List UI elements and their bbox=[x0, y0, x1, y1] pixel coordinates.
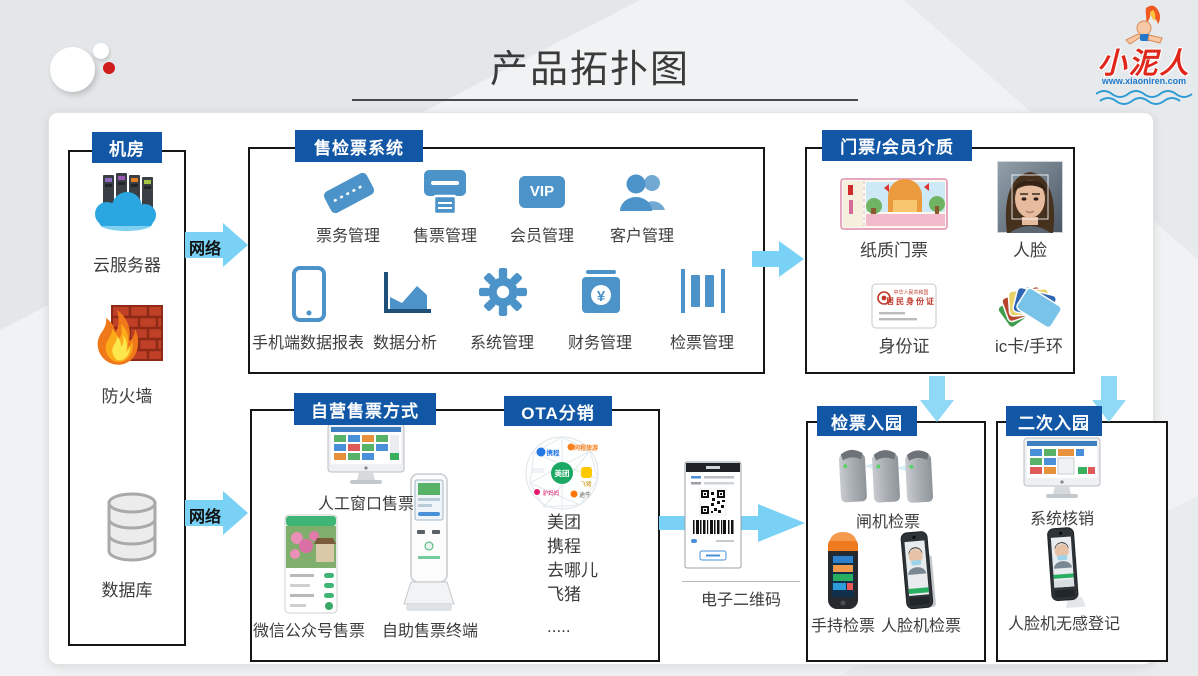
face-terminal-icon bbox=[896, 529, 941, 614]
finance-icon: ¥ bbox=[577, 268, 625, 318]
network-label-top: 网络 bbox=[189, 241, 222, 258]
face-register-icon bbox=[1043, 525, 1087, 611]
wechat-shop-icon bbox=[284, 514, 338, 614]
module-label: 客户管理 bbox=[609, 228, 675, 245]
media-item-label: 纸质门票 bbox=[860, 241, 928, 260]
machine-room-item-label: 数据库 bbox=[101, 581, 153, 600]
second-entry-item-label: 人脸机无感登记 bbox=[1007, 616, 1121, 633]
media-header: 门票/会员介质 bbox=[822, 130, 972, 161]
ota-header: OTA分销 bbox=[504, 396, 612, 426]
desktop-verify-icon bbox=[1022, 437, 1102, 501]
handheld-scanner-icon bbox=[821, 527, 865, 611]
module-label: 手机端数据报表 bbox=[251, 335, 365, 352]
vip-member-icon: VIP bbox=[517, 172, 567, 214]
decor-circle-small bbox=[93, 43, 109, 59]
brand-website: www.xiaoniren.com bbox=[1101, 76, 1187, 86]
id-card-title-text: 居民身份证 bbox=[886, 296, 936, 306]
wave-icon bbox=[1095, 88, 1196, 106]
ota-channel: 美团 bbox=[547, 513, 581, 532]
module-label: 售票管理 bbox=[412, 228, 478, 245]
ota-logo-text: 飞猪 bbox=[580, 480, 592, 488]
mascot-icon bbox=[1116, 4, 1176, 48]
module-label: 票务管理 bbox=[315, 228, 381, 245]
firewall-icon bbox=[92, 298, 164, 368]
ota-channel: 飞猪 bbox=[547, 585, 581, 604]
arrow-down-to-entry-check bbox=[920, 376, 954, 422]
ota-logo-text: 同程旅游 bbox=[574, 444, 598, 452]
media-item-label: 人脸 bbox=[1013, 241, 1047, 260]
database-icon bbox=[95, 487, 167, 567]
entry-check-header: 检票入园 bbox=[817, 406, 917, 436]
gate-check-icon bbox=[679, 268, 727, 314]
second-entry-item-label: 系统核销 bbox=[1029, 511, 1095, 528]
ticket-icon bbox=[322, 170, 376, 216]
paper-ticket-icon bbox=[840, 178, 948, 230]
ticketing-system-box bbox=[248, 147, 765, 374]
ota-logo-text: 驴妈妈 bbox=[543, 489, 560, 497]
self-sales-item-label: 微信公众号售票 bbox=[252, 623, 366, 640]
media-item-label: ic卡/手环 bbox=[995, 337, 1063, 356]
machine-room-header: 机房 bbox=[92, 132, 162, 163]
customers-icon bbox=[617, 172, 669, 212]
mobile-report-icon bbox=[291, 266, 327, 322]
module-label: 检票管理 bbox=[669, 335, 735, 352]
eticket-qr-phone bbox=[684, 461, 742, 569]
gear-icon bbox=[478, 266, 528, 318]
entry-item-label: 手持检票 bbox=[810, 618, 876, 635]
turnstile-gates-icon bbox=[838, 438, 938, 504]
ota-channel-list: 美团 携程 去哪儿 飞猪 ..... bbox=[547, 511, 598, 639]
decor-dot-red bbox=[103, 62, 115, 74]
ticketing-system-header: 售检票系统 bbox=[295, 130, 423, 162]
ota-channel: 去哪儿 bbox=[547, 561, 598, 580]
self-sales-header: 自营售票方式 bbox=[294, 393, 436, 425]
ota-channel: 携程 bbox=[547, 537, 581, 556]
ic-cards-icon bbox=[996, 278, 1062, 332]
eticket-label: 电子二维码 bbox=[700, 592, 782, 609]
ota-logo-text: 携程 bbox=[547, 448, 561, 457]
ota-logo-text: 美团 bbox=[555, 468, 570, 478]
arrow-to-media bbox=[752, 240, 804, 278]
kiosk-icon bbox=[402, 472, 456, 614]
cloud-server-icon bbox=[89, 170, 163, 234]
eticket-divider bbox=[682, 581, 800, 582]
module-label: 财务管理 bbox=[567, 335, 633, 352]
title-underline bbox=[352, 99, 858, 101]
entry-item-label: 闸机检票 bbox=[855, 514, 921, 531]
vip-badge: VIP bbox=[519, 176, 565, 208]
network-label-bottom: 网络 bbox=[189, 509, 222, 526]
machine-room-item-label: 云服务器 bbox=[93, 256, 161, 275]
brand-logo: 小泥人 www.xiaoniren.com bbox=[1088, 4, 1198, 108]
analytics-chart-icon bbox=[379, 270, 433, 318]
second-entry-header: 二次入园 bbox=[1006, 406, 1102, 436]
self-sales-item-label: 人工窗口售票 bbox=[317, 496, 415, 513]
desktop-pos-icon bbox=[326, 423, 406, 487]
network-arrow-bottom bbox=[185, 491, 248, 535]
machine-room-box bbox=[68, 150, 186, 646]
machine-room-item-label: 防火墙 bbox=[101, 387, 153, 406]
ota-channel: ..... bbox=[547, 617, 571, 636]
entry-item-label: 人脸机检票 bbox=[880, 618, 962, 635]
ticket-printer-icon bbox=[420, 168, 470, 216]
media-item-label: 身份证 bbox=[878, 337, 930, 356]
decor-circle-large bbox=[50, 47, 95, 92]
module-label: 系统管理 bbox=[469, 335, 535, 352]
module-label: 数据分析 bbox=[372, 335, 438, 352]
page-title: 产品拓扑图 bbox=[489, 49, 690, 91]
module-label: 会员管理 bbox=[509, 228, 575, 245]
face-photo-icon bbox=[997, 161, 1063, 233]
yen-symbol: ¥ bbox=[597, 288, 606, 305]
id-card-country-text: 中华人民共和国 bbox=[893, 289, 928, 296]
ota-logo-sphere: 携程 同程旅游 美团 飞猪 途牛 驴妈妈 bbox=[524, 435, 600, 511]
self-sales-item-label: 自助售票终端 bbox=[381, 623, 479, 640]
ota-logo-text: 途牛 bbox=[579, 491, 591, 499]
id-card-icon: 中华人民共和国 居民身份证 bbox=[871, 283, 937, 329]
